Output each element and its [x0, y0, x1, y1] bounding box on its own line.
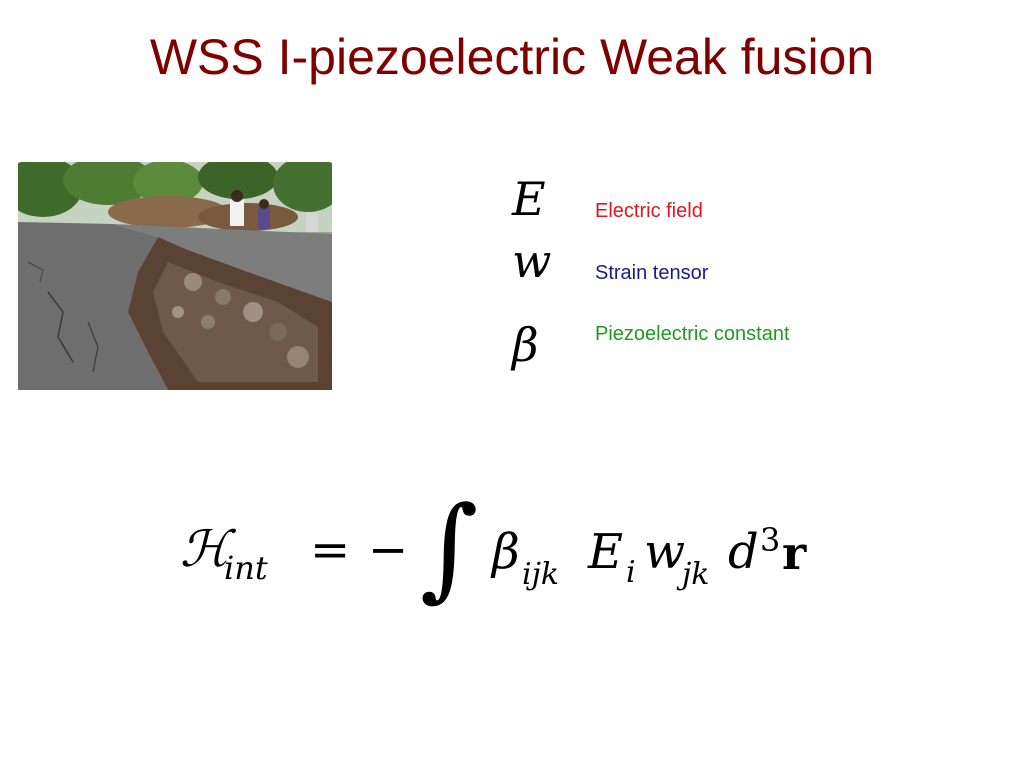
interaction-hamiltonian-equation: ℋ int = − ∫ β ijk E i w jk d 3 r	[180, 490, 840, 630]
eq-r-vector: r	[782, 526, 807, 580]
eq-beta: β	[492, 524, 520, 580]
eq-d-superscript: 3	[760, 521, 781, 559]
eq-E: E	[588, 524, 624, 580]
eq-hamiltonian-symbol: ℋ	[180, 520, 230, 578]
legend-label-electric-field: Electric field	[595, 200, 703, 222]
symbol-beta: β	[512, 318, 539, 372]
road-crack-photo	[18, 162, 332, 390]
eq-w-subscript: jk	[682, 557, 710, 592]
eq-beta-subscript: ijk	[522, 557, 560, 592]
symbol-w: w	[512, 234, 552, 288]
symbol-E: E	[512, 172, 546, 226]
eq-E-subscript: i	[626, 555, 636, 590]
legend-label-piezoelectric-constant: Piezoelectric constant	[595, 323, 790, 345]
eq-w: w	[644, 524, 686, 580]
slide-title: WSS I-piezoelectric Weak fusion	[149, 29, 875, 85]
eq-d: d	[728, 524, 759, 580]
eq-hamiltonian-subscript: int	[224, 549, 268, 587]
eq-equals: =	[310, 522, 351, 578]
eq-minus: −	[368, 522, 409, 578]
legend-label-strain-tensor: Strain tensor	[595, 262, 709, 284]
eq-integral: ∫	[420, 483, 479, 613]
